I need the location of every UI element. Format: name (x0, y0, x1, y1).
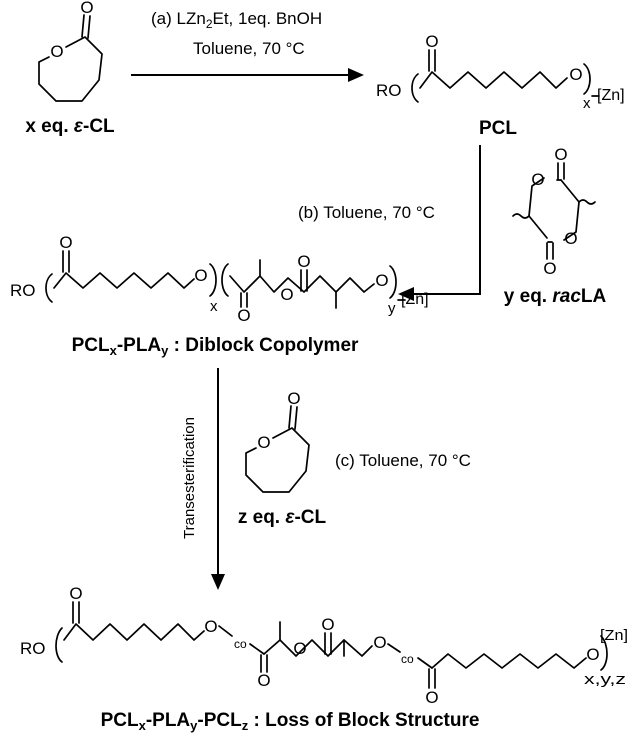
cl2-ring-oxygen: O (257, 433, 270, 452)
pcl-name: PCL (479, 118, 517, 139)
caprolactone-structure: O O (38, 0, 103, 102)
pcl-end-group: RO (376, 81, 402, 100)
final-end-group: RO (20, 639, 46, 658)
diblock-la-terminal-oxygen: O (375, 271, 388, 290)
diblock-cl-carbonyl-oxygen: O (59, 233, 72, 252)
diblock-end-group: RO (10, 281, 36, 300)
carbonyl-oxygen: O (80, 0, 93, 17)
final-ester-oxygen-1: O (204, 617, 217, 636)
diblock-structure: RO O O x O O O O y [Zn] (10, 233, 429, 325)
final-ester-oxygen-2: O (373, 633, 386, 652)
monomer-cl-2-label: z eq. ε-CL (238, 507, 327, 528)
arrow-step-a (131, 68, 364, 82)
diblock-la2-carbonyl-oxygen: O (297, 252, 310, 271)
final-cl-carbonyl-oxygen: O (69, 584, 82, 603)
pcl-repeat-index: x (583, 95, 591, 112)
final-product-name: PCLx-PLAy-PCLz : Loss of Block Structure (101, 710, 480, 733)
final-link-co-2: co (401, 652, 414, 666)
diblock-la-ester-oxygen: O (280, 285, 293, 304)
monomer-cl-label: x eq. ε-CL (25, 116, 115, 137)
diblock-la1-carbonyl-oxygen: O (237, 306, 250, 325)
step-c-conditions: (c) Toluene, 70 °C (335, 451, 471, 470)
cl2-carbonyl-oxygen: O (287, 389, 300, 408)
diblock-index-y: y (388, 300, 396, 317)
final-metal: [Zn] (600, 627, 628, 644)
final-indices: x,y,z (584, 671, 626, 688)
pcl-structure: RO O O x [Zn] (376, 32, 625, 112)
diblock-name: PCLx-PLAy : Diblock Copolymer (72, 335, 359, 358)
pcl-carbonyl-oxygen: O (425, 32, 438, 51)
step-b-conditions: (b) Toluene, 70 °C (298, 203, 435, 222)
diblock-metal: [Zn] (401, 291, 429, 308)
final-cl2-carbonyl-oxygen: O (425, 688, 438, 707)
final-la-ester-oxygen: O (293, 639, 306, 658)
step-a-conditions: Toluene, 70 °C (193, 39, 305, 58)
lactide-ring-oxygen-2: O (564, 229, 577, 248)
arrow-step-c (211, 368, 225, 590)
lactide-ring-oxygen-1: O (531, 170, 544, 189)
diblock-index-x: x (210, 298, 218, 315)
lactide-bottom-oxygen: O (543, 259, 556, 278)
final-product-structure: RO O O co O O O O co O O [Zn] x,y,z (20, 584, 628, 707)
final-link-co-1: co (234, 637, 247, 651)
pcl-metal: [Zn] (597, 87, 625, 104)
step-a-reagents: (a) LZn2Et, 1eq. BnOH (151, 9, 322, 31)
final-la2-carbonyl-oxygen: O (321, 615, 334, 634)
monomer-la-label: y eq. racLA (504, 286, 607, 307)
final-terminal-oxygen: O (586, 645, 599, 664)
transesterification-label: Transesterification (181, 417, 198, 539)
final-la1-carbonyl-oxygen: O (257, 671, 270, 690)
lactide-top-oxygen: O (554, 145, 567, 164)
caprolactone-structure-2: O O (245, 389, 310, 493)
lactide-structure: O O O O (512, 145, 596, 278)
ring-oxygen: O (50, 42, 63, 61)
arrow-step-b (398, 145, 481, 301)
pcl-ester-oxygen: O (569, 65, 582, 84)
diblock-cl-ester-oxygen: O (194, 266, 207, 285)
